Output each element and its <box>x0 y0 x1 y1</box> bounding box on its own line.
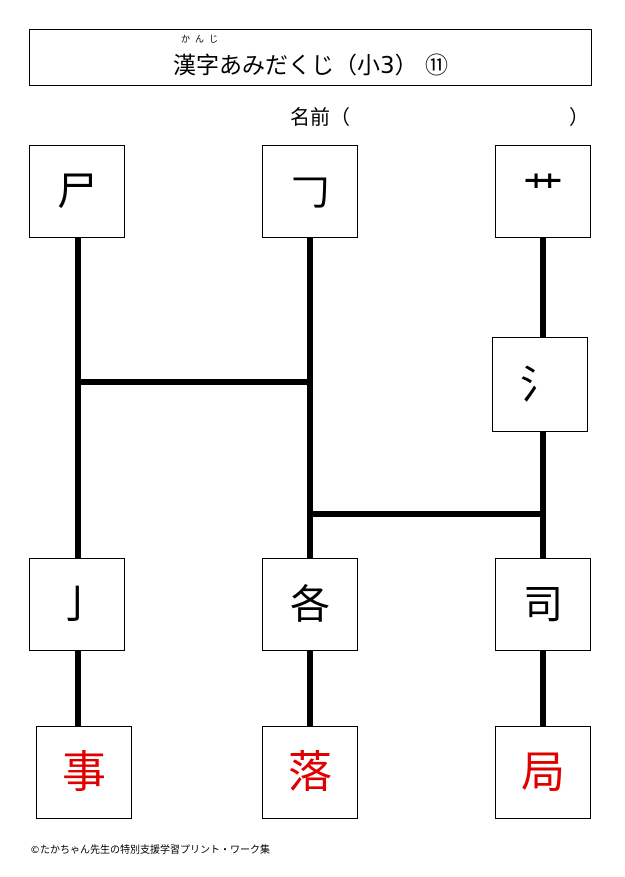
answer-box-2: 落 <box>262 726 358 819</box>
top-part-2: 𠃌 <box>290 168 330 215</box>
rung-2 <box>307 511 546 517</box>
top-part-box-3: 艹 <box>495 145 591 238</box>
rung-1 <box>75 379 313 385</box>
top-part-1: 尸 <box>57 168 97 215</box>
lower-part-2: 各 <box>290 581 330 628</box>
mid-part: 氵 <box>520 361 560 408</box>
name-close-paren: ） <box>569 105 589 129</box>
title-ruby: かんじ <box>181 35 224 45</box>
mid-part-box: 氵 <box>492 337 588 432</box>
vertical-line-2 <box>307 236 313 730</box>
answer-3: 局 <box>521 746 565 798</box>
lower-part-box-2: 各 <box>262 558 358 651</box>
footer-credit: ©たかちゃん先生の特別支援学習プリント・ワーク集 <box>30 845 270 856</box>
top-part-3: 艹 <box>523 168 563 215</box>
lower-part-box-3: 司 <box>495 558 591 651</box>
title-box: かんじ 漢字あみだくじ（小3） ⑪ <box>29 29 592 86</box>
answer-1: 事 <box>62 746 106 798</box>
lower-part-3: 司 <box>523 581 563 628</box>
top-part-box-1: 尸 <box>29 145 125 238</box>
answer-box-3: 局 <box>495 726 591 819</box>
vertical-line-3 <box>540 236 546 730</box>
vertical-line-1 <box>75 236 81 730</box>
lower-part-1: 亅 <box>57 581 97 628</box>
name-label: 名前（ <box>290 105 350 129</box>
page-title: 漢字あみだくじ（小3） ⑪ <box>173 53 448 79</box>
name-field[interactable]: 名前（ ） <box>290 101 595 129</box>
answer-box-1: 事 <box>36 726 132 819</box>
answer-2: 落 <box>288 746 332 798</box>
lower-part-box-1: 亅 <box>29 558 125 651</box>
top-part-box-2: 𠃌 <box>262 145 358 238</box>
